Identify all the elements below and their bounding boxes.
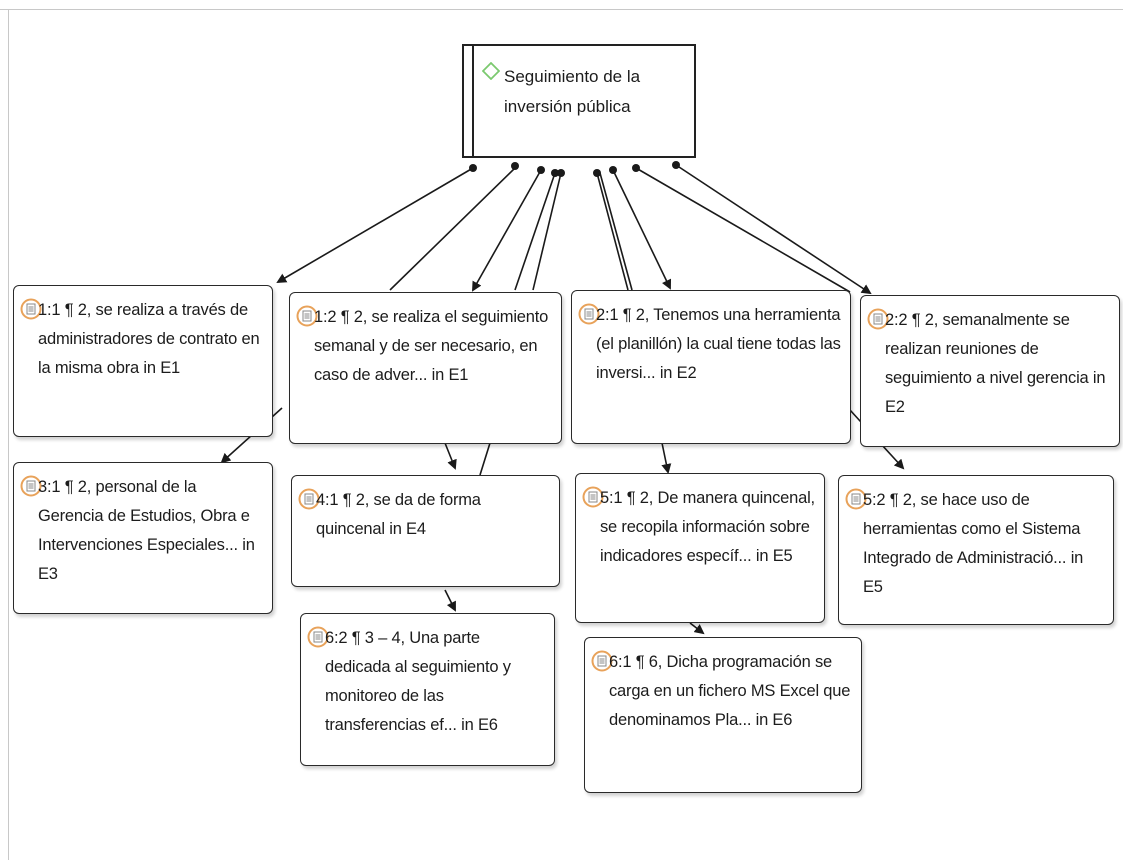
link-root-q-2-2 xyxy=(675,164,872,295)
code-node-bar xyxy=(472,46,474,156)
quotation-text: 1:2 ¶ 2, se realiza el seguimiento seman… xyxy=(314,308,549,384)
quotation-node[interactable]: 2:2 ¶ 2, semanalmente se realizan reunio… xyxy=(860,295,1120,447)
quotation-text: 2:2 ¶ 2, semanalmente se realizan reunio… xyxy=(885,311,1106,416)
quotation-document-icon xyxy=(867,308,889,330)
quotation-text: 6:1 ¶ 6, Dicha programación se carga en … xyxy=(609,653,851,729)
quotation-node[interactable]: 4:1 ¶ 2, se da de forma quincenal in E4 xyxy=(291,475,560,587)
quotation-document-icon xyxy=(20,298,42,320)
quotation-text: 5:1 ¶ 2, De manera quincenal, se recopil… xyxy=(600,489,815,565)
link-q-4-1-arrow xyxy=(444,442,457,470)
quotation-node[interactable]: 5:2 ¶ 2, se hace uso de herramientas com… xyxy=(838,475,1114,625)
link-root-q-6-1 xyxy=(599,172,633,291)
quotation-node[interactable]: 3:1 ¶ 2, personal de la Gerencia de Estu… xyxy=(13,462,273,614)
quotation-text: 3:1 ¶ 2, personal de la Gerencia de Estu… xyxy=(38,478,255,583)
quotation-node[interactable]: 1:2 ¶ 2, se realiza el seguimiento seman… xyxy=(289,292,562,444)
quotation-document-icon xyxy=(296,305,318,327)
quotation-node[interactable]: 6:1 ¶ 6, Dicha programación se carga en … xyxy=(584,637,862,793)
link-q-6-2-pass xyxy=(479,442,491,476)
link-q-6-2-arrow xyxy=(444,589,456,612)
quotation-document-icon xyxy=(578,303,600,325)
link-root-q-1-2 xyxy=(472,169,542,292)
quotation-document-icon xyxy=(582,486,604,508)
link-root-q-5-1 xyxy=(596,172,629,291)
link-root-q-1-1 xyxy=(276,167,474,284)
link-root-q-3-1 xyxy=(389,167,516,291)
quotation-text: 6:2 ¶ 3 – 4, Una parte dedicada al segui… xyxy=(325,629,511,734)
canvas-top-border xyxy=(0,9,1123,10)
quotation-text: 4:1 ¶ 2, se da de forma quincenal in E4 xyxy=(316,491,481,538)
quotation-document-icon xyxy=(20,475,42,497)
code-node-root[interactable]: Seguimiento de la inversión pública xyxy=(462,44,696,158)
quotation-text: 5:2 ¶ 2, se hace uso de herramientas com… xyxy=(863,491,1084,596)
canvas-left-border xyxy=(8,9,9,860)
code-node-label: Seguimiento de la inversión pública xyxy=(504,67,641,116)
quotation-document-icon xyxy=(845,488,867,510)
link-q-6-1-arrow xyxy=(689,622,705,635)
quotation-node[interactable]: 2:1 ¶ 2, Tenemos una herramienta (el pla… xyxy=(571,290,851,444)
link-root-q-5-2 xyxy=(635,167,851,293)
link-q-5-1-arrow xyxy=(661,442,672,474)
quotation-document-icon xyxy=(298,488,320,510)
quotation-document-icon xyxy=(307,626,329,648)
quotation-text: 1:1 ¶ 2, se realiza a través de administ… xyxy=(38,301,260,377)
quotation-document-icon xyxy=(591,650,613,672)
quotation-text: 2:1 ¶ 2, Tenemos una herramienta (el pla… xyxy=(596,306,841,382)
code-diamond-icon xyxy=(482,62,500,80)
link-root-q-6-2 xyxy=(532,172,562,291)
quotation-node[interactable]: 6:2 ¶ 3 – 4, Una parte dedicada al segui… xyxy=(300,613,555,766)
link-root-q-2-1 xyxy=(612,169,672,290)
quotation-node[interactable]: 5:1 ¶ 2, De manera quincenal, se recopil… xyxy=(575,473,825,623)
link-root-q-4-1 xyxy=(514,172,556,291)
quotation-node[interactable]: 1:1 ¶ 2, se realiza a través de administ… xyxy=(13,285,273,437)
